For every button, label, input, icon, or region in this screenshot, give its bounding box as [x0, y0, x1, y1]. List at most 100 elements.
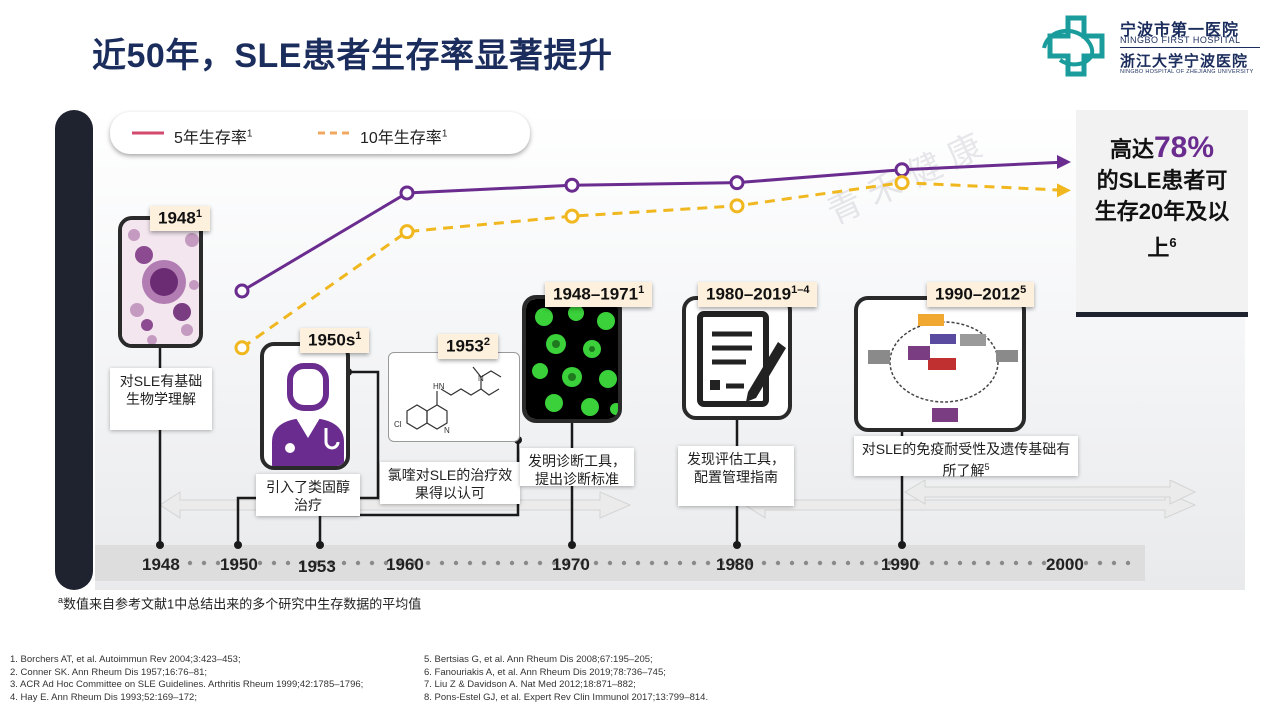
axis-dot: [747, 560, 753, 566]
axis-dot: [985, 560, 991, 566]
axis-dot: [271, 560, 277, 566]
axis-dot: [201, 560, 207, 566]
axis-dot: [355, 560, 361, 566]
series-1-point: [894, 162, 910, 178]
series-1-point: [399, 185, 415, 201]
legend-series-2: 10年生存率1: [360, 128, 448, 147]
reference-item: 5. Bertsias G, et al. Ann Rheum Dis 2008…: [424, 654, 653, 665]
le-cell-micrograph-icon: [118, 216, 203, 348]
axis-dot: [187, 560, 193, 566]
axis-dot: [425, 560, 431, 566]
axis-dot: [215, 560, 221, 566]
axis-dot: [719, 560, 725, 566]
axis-dot: [999, 560, 1005, 566]
axis-dot: [1097, 560, 1103, 566]
axis-dot: [915, 560, 921, 566]
references-left: 1. Borchers AT, et al. Autoimmun Rev 200…: [10, 654, 420, 704]
milestone-note-1948: 对SLE有基础生物学理解: [110, 368, 212, 430]
svg-text:N: N: [478, 374, 484, 383]
hospital-name-en-2: NINGBO HOSPITAL OF ZHEJIANG UNIVERSITY: [1120, 69, 1254, 75]
milestone-year-1953: 19532: [438, 334, 498, 359]
axis-dot: [1055, 560, 1061, 566]
series-2-point: [729, 198, 745, 214]
footnote: a数值来自参考文献1中总结出来的多个研究中生存数据的平均值: [58, 595, 422, 612]
axis-dot: [313, 560, 319, 566]
series-line-2: [241, 181, 1068, 349]
reference-item: 8. Pons-Estel GJ, et al. Expert Rev Clin…: [424, 691, 709, 703]
axis-dot: [565, 560, 571, 566]
axis-dot: [705, 560, 711, 566]
axis-dot: [775, 560, 781, 566]
legend-dashed-swatch: [318, 131, 352, 135]
series-2-point: [234, 340, 250, 356]
reference-item: 2. Conner SK. Ann Rheum Dis 1957;16:76–8…: [10, 666, 207, 678]
callout-text: 高达78% 的SLE患者可 生存20年及以 上6: [1094, 131, 1230, 261]
svg-text:N: N: [444, 426, 450, 435]
axis-dot: [509, 560, 515, 566]
milestone-note-1948-1971: 发明诊断工具，提出诊断标准: [520, 448, 634, 487]
hospital-name-cn-1: 宁波市第一医院: [1120, 22, 1240, 39]
axis-dot: [831, 560, 837, 566]
milestone-year-1950s: 1950s1: [300, 328, 370, 353]
milestone-year-1980-2019: 1980–20191–4: [698, 282, 818, 307]
axis-dot: [579, 560, 585, 566]
series-2-point: [399, 224, 415, 240]
axis-dot: [677, 560, 683, 566]
timeline-axis: [95, 545, 1145, 581]
axis-dot: [341, 560, 347, 566]
axis-dot: [1069, 560, 1075, 566]
references-right: 5. Bertsias G, et al. Ann Rheum Dis 2008…: [424, 654, 824, 704]
milestone-year-1948-1971: 1948–19711: [545, 282, 653, 307]
reference-item: 6. Fanouriakis A, et al. Ann Rheum Dis 2…: [424, 666, 666, 678]
axis-dot: [229, 560, 235, 566]
milestone-year-1990-2012: 1990–20125: [927, 282, 1035, 307]
axis-dot: [803, 560, 809, 566]
axis-dot: [593, 560, 599, 566]
axis-dot: [1125, 560, 1131, 566]
axis-dot: [453, 560, 459, 566]
axis-dot: [551, 560, 557, 566]
series-line-1: [241, 160, 1068, 293]
reference-item: 1. Borchers AT, et al. Autoimmun Rev 200…: [10, 654, 241, 665]
tick-1970: 1970: [552, 555, 590, 574]
series-2-arrowhead: [1057, 183, 1071, 198]
series-1-point: [729, 175, 745, 191]
tick-1948: 1948: [142, 555, 180, 574]
axis-dot: [929, 560, 935, 566]
axis-dot: [1027, 560, 1033, 566]
axis-dot: [663, 560, 669, 566]
axis-dot: [817, 560, 823, 566]
axis-dot: [537, 560, 543, 566]
axis-dot: [873, 560, 879, 566]
ana-fluorescence-icon: [522, 295, 622, 423]
hospital-cross-logo-icon: [1042, 15, 1105, 77]
series-2-point: [564, 208, 580, 224]
axis-dot: [299, 560, 305, 566]
milestone-note-1980-2019: 发现评估工具，配置管理指南: [678, 446, 794, 506]
reference-item: 4. Hay E. Ann Rheum Dis 1993;52:169–172;: [10, 691, 197, 703]
axis-dot: [621, 560, 627, 566]
axis-dot: [901, 560, 907, 566]
axis-dot: [523, 560, 529, 566]
document-pen-icon: [682, 296, 792, 420]
axis-dot: [481, 560, 487, 566]
axis-dot: [957, 560, 963, 566]
axis-dot: [789, 560, 795, 566]
axis-dot: [467, 560, 473, 566]
axis-dot: [733, 560, 739, 566]
milestone-note-1953: 氯喹对SLE的治疗效果得以认可: [380, 462, 520, 504]
axis-dot: [607, 560, 613, 566]
legend-solid-swatch: [132, 131, 164, 135]
logo-divider: [1120, 47, 1260, 48]
svg-text:HN: HN: [433, 382, 445, 391]
series-1-point: [234, 283, 250, 299]
axis-dot: [1111, 560, 1117, 566]
axis-dot: [887, 560, 893, 566]
axis-dot: [411, 560, 417, 566]
page-title: 近50年，SLE患者生存率显著提升: [92, 37, 613, 75]
tick-1980: 1980: [716, 555, 754, 574]
y-axis-pill: [55, 110, 93, 590]
legend-series-1: 5年生存率1: [174, 128, 253, 147]
axis-dot: [285, 560, 291, 566]
reference-item: 7. Liu Z & Davidson A. Nat Med 2012;18:8…: [424, 679, 636, 690]
